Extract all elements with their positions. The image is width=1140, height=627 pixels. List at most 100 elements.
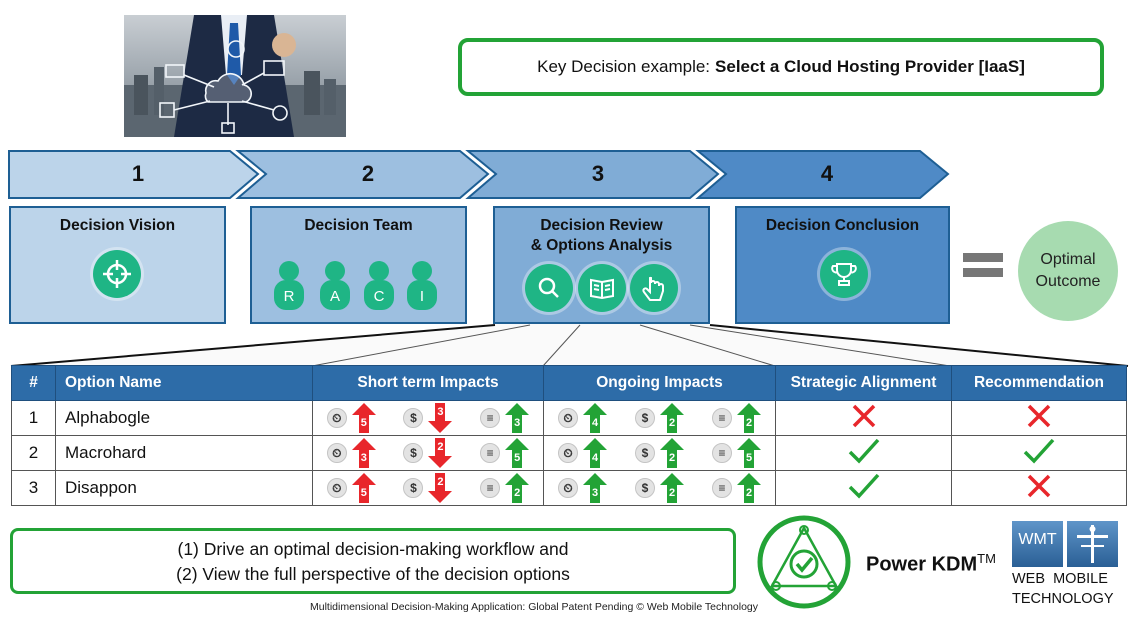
impact-item: $2 [635,473,684,503]
summary-line2: (2) View the full perspective of the dec… [176,564,570,584]
impact-score: 2 [514,487,521,499]
impact-item: ⏲3 [326,438,376,468]
impact-score: 4 [591,452,599,464]
network-node-icon [1077,525,1108,563]
brand-name: Power KDM [866,553,978,576]
step-title: Decision Team [304,217,413,234]
row-number: 1 [11,400,56,436]
impact-score: 5 [514,452,521,464]
person-icon [274,261,304,310]
step-3-number: 3 [591,161,605,186]
impact-arrow-up: 3 [505,403,530,433]
wmt-logo-box-right [1067,521,1118,567]
impact-item: ≡3 [480,403,530,433]
impact-arrow-up: 5 [737,438,761,468]
chevron-step-3 [465,150,720,199]
clock-icon: ⏲ [558,478,578,498]
impact-arrow-up: 2 [737,473,761,503]
copyright-notice: Multidimensional Decision-Making Applica… [310,601,759,613]
impact-score: 2 [745,417,753,429]
option-name: Alphabogle [55,400,313,436]
col-strategic-alignment: Strategic Alignment [775,365,952,401]
options-analysis-table: # Option Name Short term Impacts Ongoing… [11,365,1127,506]
dollar-icon: $ [403,408,424,428]
chevron-step-1 [8,150,260,199]
recommendation-cell [951,470,1127,506]
impact-score: 2 [745,487,753,499]
layers-icon: ≡ [712,478,732,498]
impact-item: ≡5 [480,438,530,468]
equals-icon [963,253,1003,279]
power-kdm-logo [757,515,851,609]
dollar-icon: $ [403,443,424,463]
impact-score: 5 [360,487,367,499]
impact-score: 2 [437,476,444,488]
impact-score: 2 [437,441,444,453]
impact-item: ⏲4 [558,438,607,468]
step-decision-vision: Decision Vision [9,206,226,324]
option-name: Disappon [55,470,313,506]
clock-icon: ⏲ [326,478,347,498]
step-title-line2: & Options Analysis [530,237,673,254]
dollar-icon: $ [635,478,655,498]
check-icon [848,438,879,464]
clock-icon: ⏲ [326,408,347,428]
short-term-impacts-cell: ⏲5$2≡2 [312,470,544,506]
layers-icon: ≡ [712,408,732,428]
impact-score: 3 [437,406,444,418]
ongoing-impacts-cell: ⏲3 $2 ≡ 2 [543,470,776,506]
col-number: # [11,365,56,401]
role-c: C [373,288,385,305]
power-kdm-name: Power KDMTM [866,551,996,577]
table-header-row: # Option Name Short term Impacts Ongoing… [11,365,1127,401]
check-icon [848,473,879,499]
trophy-icon [820,250,868,298]
impact-item: $2 [403,473,453,503]
chevron-step-4 [695,150,950,199]
banner-title: Select a Cloud Hosting Provider [IaaS] [715,57,1025,76]
search-icon [525,264,573,312]
step-decision-conclusion: Decision Conclusion [735,206,950,324]
step-title: Decision Conclusion [765,217,920,234]
layers-icon: ≡ [480,443,501,463]
impact-item: $3 [403,403,453,433]
layers-icon: ≡ [480,478,501,498]
outcome-line1: Optimal [1040,251,1096,268]
step-2-number: 2 [361,161,375,186]
impact-item: $2 [403,438,453,468]
impact-item: ≡5 [712,438,761,468]
impact-score: 2 [668,452,676,464]
option-name: Macrohard [55,435,313,471]
clock-icon: ⏲ [558,408,578,428]
impact-arrow-up: 2 [505,473,530,503]
hero-photo-cloud-network [124,15,346,137]
strategic-alignment-cell [775,435,952,471]
summary-line1: (1) Drive an optimal decision-making wor… [177,539,569,559]
impact-arrow-up: 4 [583,438,607,468]
impact-arrow-up: 2 [660,438,684,468]
key-decision-banner: Key Decision example:Select a Cloud Host… [458,38,1104,96]
impact-score: 2 [668,487,676,499]
trademark: TM [977,551,996,566]
step-title: Decision Review & Options Analysis [495,216,708,256]
person-icon [320,261,350,310]
cross-icon [1027,474,1051,497]
row-number: 3 [11,470,56,506]
wmt-logo-box-left: WMT [1012,521,1063,567]
crosshair-icon [93,250,141,298]
impact-arrow-down: 3 [428,403,453,433]
outcome-line2: Outcome [1035,273,1101,290]
impact-item: ⏲3 [558,473,607,503]
step-title-line1: Decision Review [540,217,663,234]
role-a: A [329,288,340,305]
step-1-number: 1 [131,161,145,186]
impact-score: 2 [668,417,676,429]
short-term-impacts-cell: ⏲5$3≡3 [312,400,544,436]
impact-item: $2 [635,438,684,468]
layers-icon: ≡ [480,408,501,428]
ongoing-impacts-cell: ⏲4$2≡2 [543,400,776,436]
impact-item: ⏲5 [326,473,376,503]
impact-score: 5 [745,452,753,464]
impact-arrow-up: 5 [505,438,530,468]
